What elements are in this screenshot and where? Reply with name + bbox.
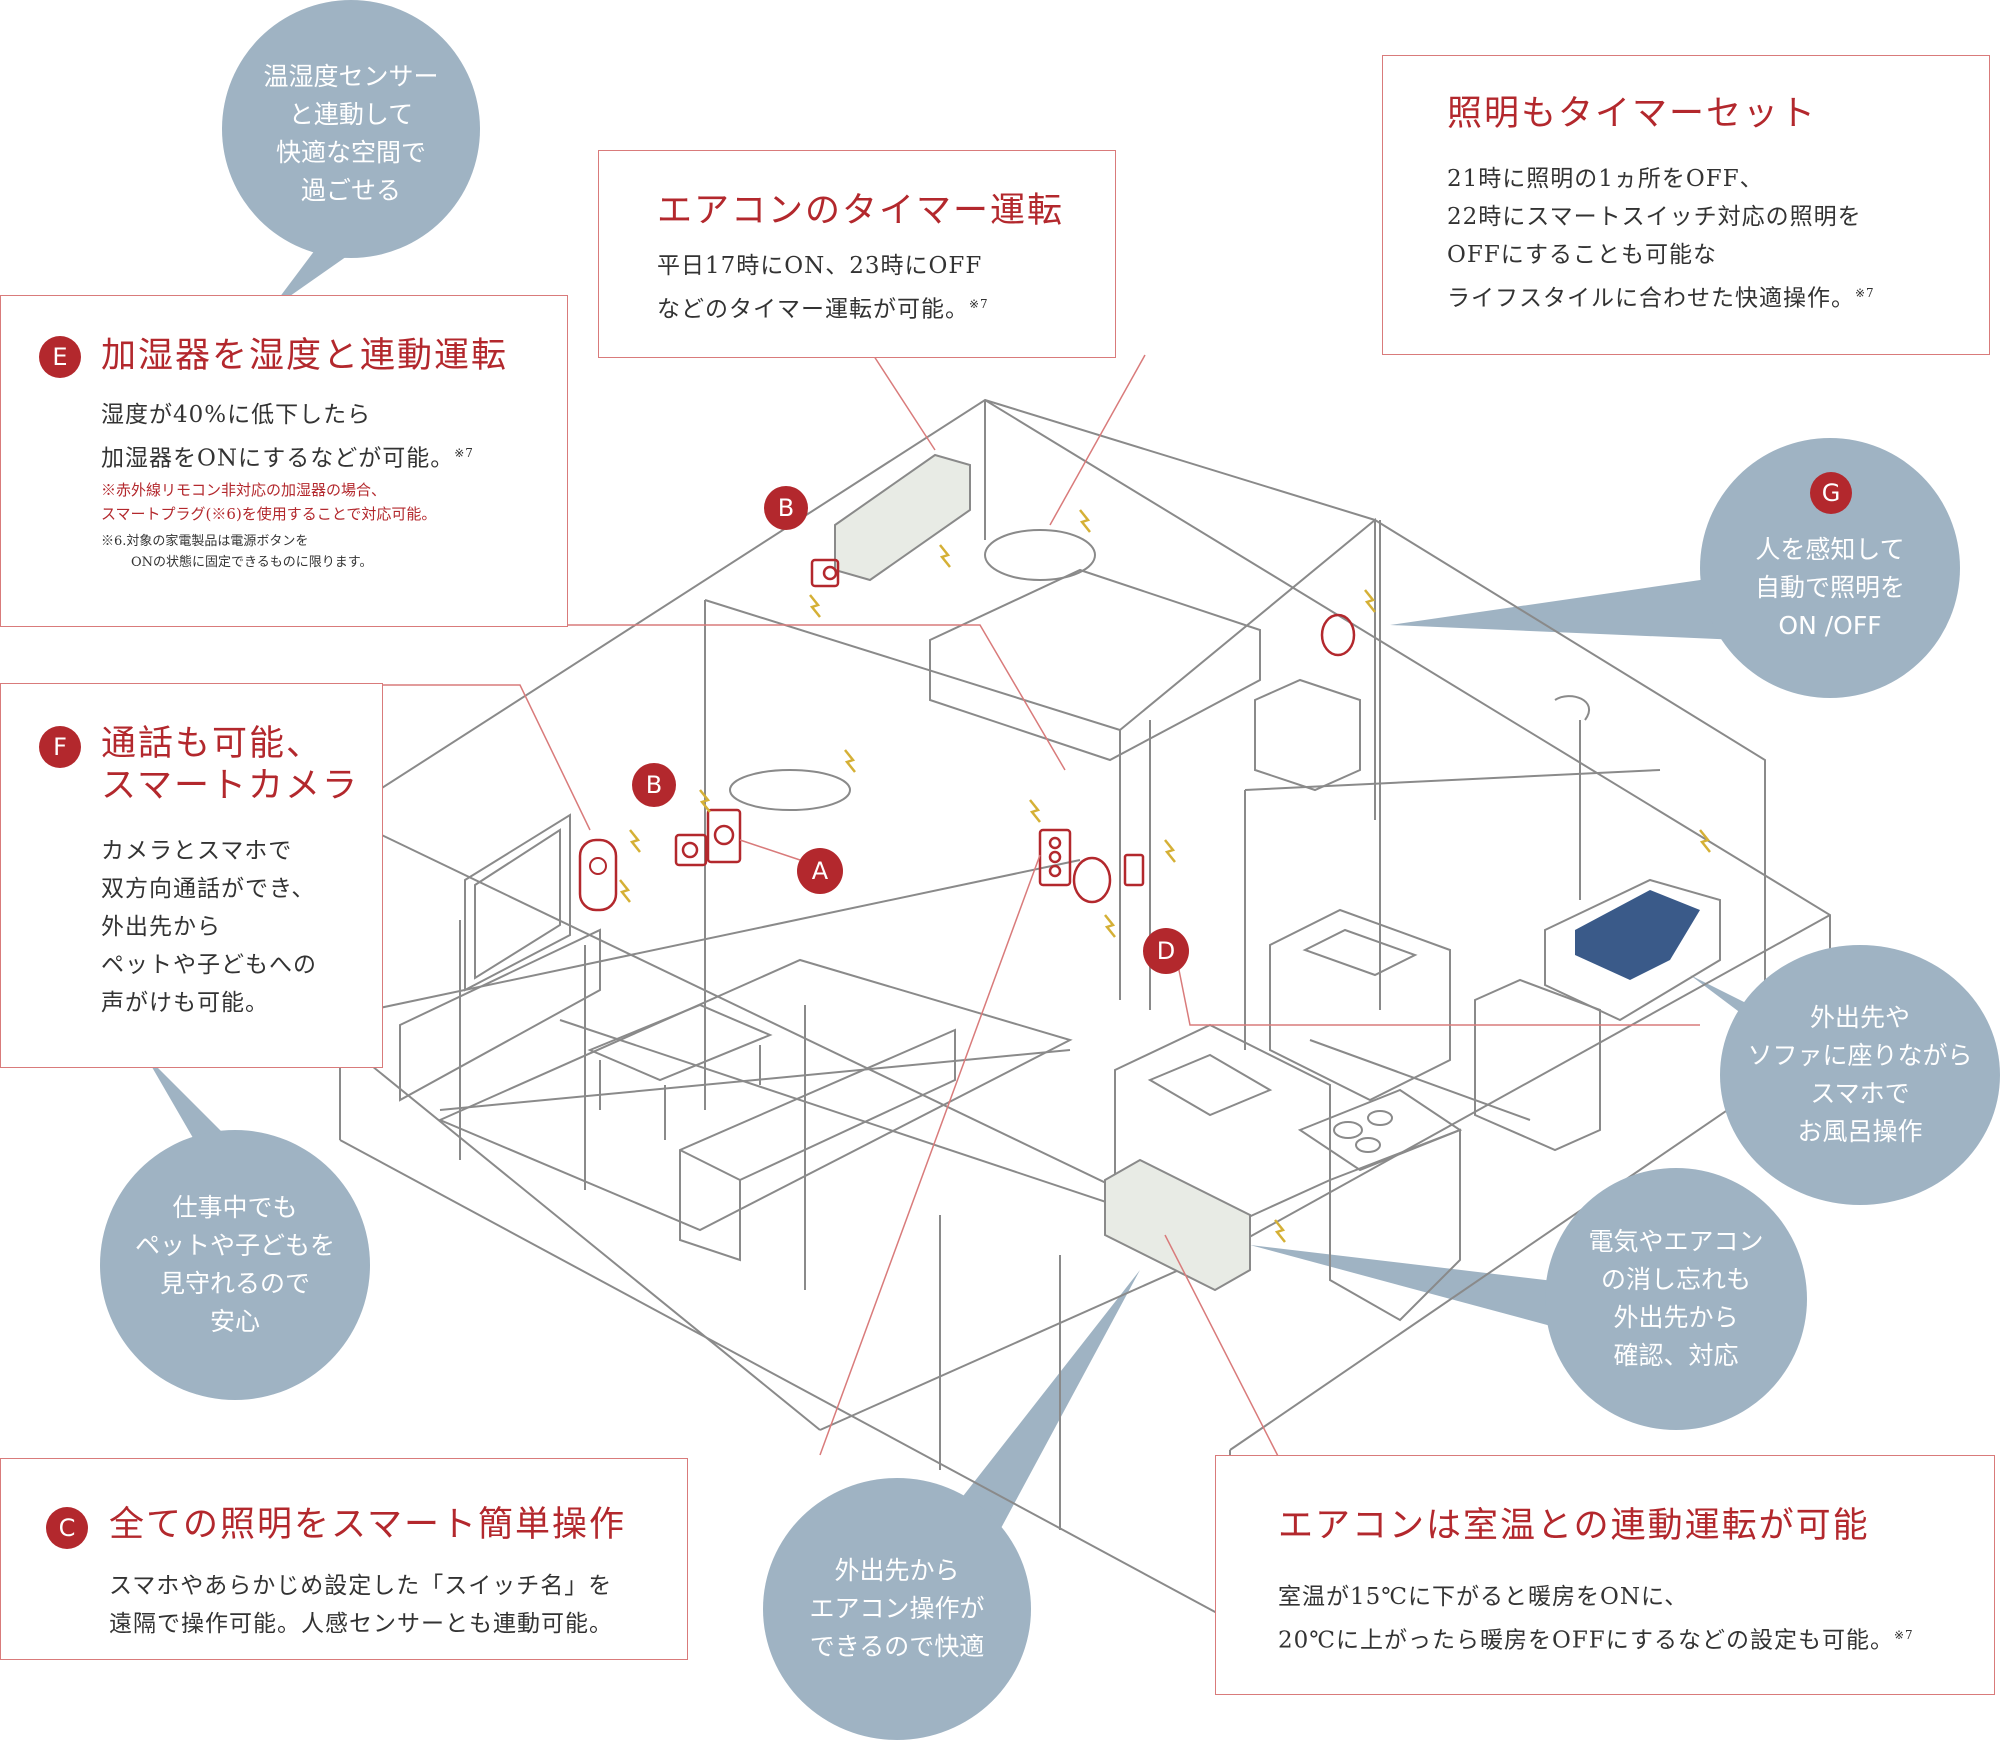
- camera-line1: カメラとスマホで: [101, 838, 293, 864]
- humidifier-info-box: E 加湿器を湿度と連動運転 湿度が40%に低下したら 加湿器をONにするなどが可…: [0, 295, 568, 627]
- camera-line5: 声がけも可能。: [101, 990, 269, 1016]
- lighting-line2: 遠隔で操作可能。人感センサーとも連動可能。: [109, 1611, 613, 1637]
- watch-bubble-line1: 仕事中でも: [172, 1193, 298, 1222]
- bath-bubble: 外出先や ソファに座りながら スマホで お風呂操作: [1720, 945, 2000, 1205]
- humidifier-note-red2: スマートプラグ(※6)を使用することで対応可能。: [101, 505, 437, 523]
- humidifier-line1: 湿度が40%に低下したら: [101, 402, 372, 428]
- motion-bubble-line2: 自動で照明を: [1754, 573, 1905, 602]
- badge-f: F: [39, 726, 81, 768]
- sensor-bubble-line3: 快適な空間で: [275, 138, 426, 167]
- sensor-bubble-line4: 過ごせる: [300, 176, 401, 205]
- furniture: [399, 568, 1721, 1322]
- camera-line3: 外出先から: [101, 914, 221, 940]
- watch-bubble-line2: ペットや子どもを: [134, 1231, 335, 1260]
- bath-bubble-line2: ソファに座りながら: [1747, 1041, 1973, 1070]
- forget-bubble-line3: 外出先から: [1613, 1303, 1739, 1332]
- watch-bubble: 仕事中でも ペットや子どもを 見守れるので 安心: [100, 1130, 370, 1400]
- sensor-bubble: 温湿度センサー と連動して 快適な空間で 過ごせる: [222, 0, 480, 258]
- watch-bubble-line4: 安心: [209, 1307, 260, 1336]
- remote-ac-bubble-line1: 外出先から: [834, 1556, 960, 1585]
- badge-e: E: [39, 336, 81, 378]
- forget-bubble-line4: 確認、対応: [1613, 1341, 1739, 1370]
- motion-bubble-line3: ON /OFF: [1778, 611, 1882, 640]
- ac-temp-line1: 室温が15℃に下がると暖房をONに、: [1278, 1584, 1689, 1610]
- living-ceiling-light: [729, 769, 851, 811]
- forget-bubble-line2: の消し忘れも: [1600, 1265, 1751, 1294]
- camera-title1: 通話も可能、: [101, 724, 324, 764]
- marker-b-living: B: [632, 763, 676, 807]
- camera-title2: スマートカメラ: [101, 766, 359, 806]
- ac-timer-info-box: エアコンのタイマー運転 平日17時にON、23時にOFF などのタイマー運転が可…: [598, 150, 1116, 358]
- signal-marks: [619, 509, 1711, 1243]
- light-timer-info-box: 照明もタイマーセット 21時に照明の1ヵ所をOFF、 22時にスマートスイッチ対…: [1382, 55, 1990, 355]
- ac-timer-title: エアコンのタイマー運転: [657, 191, 1065, 231]
- marker-d: D: [1143, 928, 1189, 974]
- humidifier-line2: 加湿器をONにするなどが可能。※7: [101, 445, 474, 472]
- bath-bubble-line4: お風呂操作: [1797, 1117, 1923, 1146]
- marker-a: A: [797, 848, 843, 894]
- lighting-info-box: C 全ての照明をスマート簡単操作 スマホやあらかじめ設定した「スイッチ名」を 遠…: [0, 1458, 688, 1660]
- forget-bubble: 電気やエアコン の消し忘れも 外出先から 確認、対応: [1545, 1168, 1807, 1430]
- remote-ac-bubble-line2: エアコン操作が: [809, 1594, 985, 1623]
- bath-bubble-line1: 外出先や: [1809, 1003, 1910, 1032]
- living-air-conditioner: [1104, 1158, 1251, 1292]
- bath-water: [1575, 890, 1700, 980]
- humidifier-title: 加湿器を湿度と連動運転: [101, 336, 509, 376]
- remote-ac-bubble-line3: できるので快適: [809, 1632, 985, 1661]
- ac-temp-line2: 20℃に上がったら暖房をOFFにするなどの設定も可能。※7: [1278, 1627, 1914, 1654]
- forget-bubble-line1: 電気やエアコン: [1588, 1227, 1764, 1256]
- motion-bubble-line1: 人を感知して: [1755, 535, 1905, 564]
- camera-line2: 双方向通話ができ、: [101, 876, 316, 902]
- light-timer-line2: 22時にスマートスイッチ対応の照明を: [1447, 204, 1862, 230]
- ac-timer-line1: 平日17時にON、23時にOFF: [657, 253, 983, 279]
- sensor-bubble-line2: と連動して: [288, 100, 414, 129]
- lighting-line1: スマホやあらかじめ設定した「スイッチ名」を: [109, 1573, 613, 1599]
- humidifier-note1: ※6.対象の家電製品は電源ボタンを: [101, 534, 309, 549]
- camera-info-box: F 通話も可能、 スマートカメラ カメラとスマホで 双方向通話ができ、 外出先か…: [0, 683, 383, 1068]
- light-timer-line1: 21時に照明の1ヵ所をOFF、: [1447, 166, 1764, 192]
- watch-bubble-line3: 見守れるので: [159, 1269, 310, 1298]
- marker-b-bedroom: B: [764, 486, 808, 530]
- camera-line4: ペットや子どもへの: [101, 952, 317, 978]
- bath-bubble-line3: スマホで: [1810, 1079, 1910, 1108]
- humidifier-note-red1: ※赤外線リモコン非対応の加湿器の場合、: [101, 481, 387, 499]
- badge-c: C: [46, 1507, 88, 1549]
- smart-camera: [578, 838, 618, 912]
- bedroom-air-conditioner: [834, 453, 971, 582]
- light-timer-title: 照明もタイマーセット: [1447, 94, 1818, 134]
- remote-ac-bubble: 外出先から エアコン操作が できるので快適: [763, 1478, 1031, 1740]
- bedroom-ceiling-light: [984, 529, 1096, 581]
- humidifier-note2: ONの状態に固定できるものに限ります。: [131, 555, 373, 570]
- red-devices: [674, 558, 1356, 904]
- light-timer-line4: ライフスタイルに合わせた快適操作。※7: [1447, 285, 1875, 312]
- ac-temp-title: エアコンは室温との連動運転が可能: [1278, 1506, 1870, 1546]
- badge-g: G: [1810, 472, 1852, 514]
- sensor-bubble-line1: 温湿度センサー: [263, 62, 439, 91]
- ac-temp-info-box: エアコンは室温との連動運転が可能 室温が15℃に下がると暖房をONに、 20℃に…: [1215, 1455, 1995, 1695]
- lighting-title: 全ての照明をスマート簡単操作: [109, 1505, 626, 1545]
- ac-timer-line2: などのタイマー運転が可能。※7: [657, 296, 989, 323]
- light-timer-line3: OFFにすることも可能な: [1447, 242, 1718, 268]
